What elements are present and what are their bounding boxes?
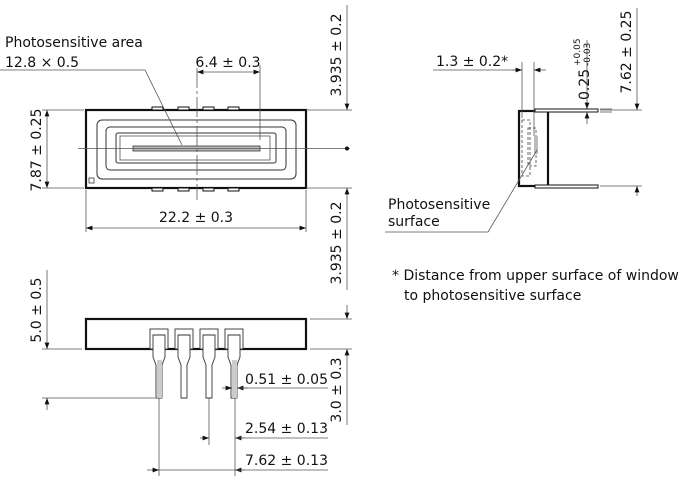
height-dim: 7.87 ± 0.25 bbox=[29, 109, 45, 192]
lead-width-dim: 0.51 ± 0.05 bbox=[245, 372, 328, 388]
svg-text:0.25: 0.25 bbox=[577, 69, 593, 100]
svg-text:-0.03: -0.03 bbox=[583, 43, 593, 66]
front-view: 5.0 ± 0.5 3.0 ± 0.3 0.51 ± 0.05 2.54 ± 0… bbox=[29, 270, 352, 476]
top-view: Photosensitive area 12.8 × 0.5 6.4 ± 0.3… bbox=[0, 5, 352, 290]
upper-dim: 3.935 ± 0.2 bbox=[329, 14, 345, 97]
lower-dim: 3.935 ± 0.2 bbox=[329, 202, 345, 285]
lead-thickness-dim: 0.25 +0.05 -0.03 bbox=[573, 38, 593, 100]
span-dim: 7.62 ± 0.13 bbox=[245, 453, 328, 469]
side-view: 1.3 ± 0.2* 0.25 +0.05 -0.03 7.62 ± 0.25 … bbox=[385, 8, 642, 233]
front-height-dim: 5.0 ± 0.5 bbox=[29, 277, 45, 342]
pin1-marker bbox=[88, 177, 95, 184]
pitch-dim: 2.54 ± 0.13 bbox=[245, 421, 328, 437]
area-label: Photosensitive area bbox=[5, 35, 143, 51]
lead-length-dim: 3.0 ± 0.3 bbox=[329, 357, 345, 422]
area-size: 12.8 × 0.5 bbox=[5, 55, 79, 71]
width-dim: 22.2 ± 0.3 bbox=[159, 210, 233, 226]
depth-dim: 1.3 ± 0.2* bbox=[436, 54, 508, 70]
surface-label: Photosensitive bbox=[388, 197, 490, 213]
footnote-line1: * Distance from upper surface of window bbox=[392, 268, 679, 284]
window-frame-outer bbox=[96, 119, 297, 180]
package-side bbox=[84, 317, 308, 351]
window-frame-inner bbox=[115, 132, 277, 164]
top-pins bbox=[151, 106, 240, 192]
package-end bbox=[517, 109, 550, 188]
row-spacing-dim: 7.62 ± 0.25 bbox=[619, 11, 635, 94]
surface-label-2: surface bbox=[388, 214, 440, 230]
offset-dim: 6.4 ± 0.3 bbox=[195, 55, 260, 71]
svg-text:+0.05: +0.05 bbox=[573, 38, 583, 66]
footnote-line2: to photosensitive surface bbox=[404, 288, 581, 304]
